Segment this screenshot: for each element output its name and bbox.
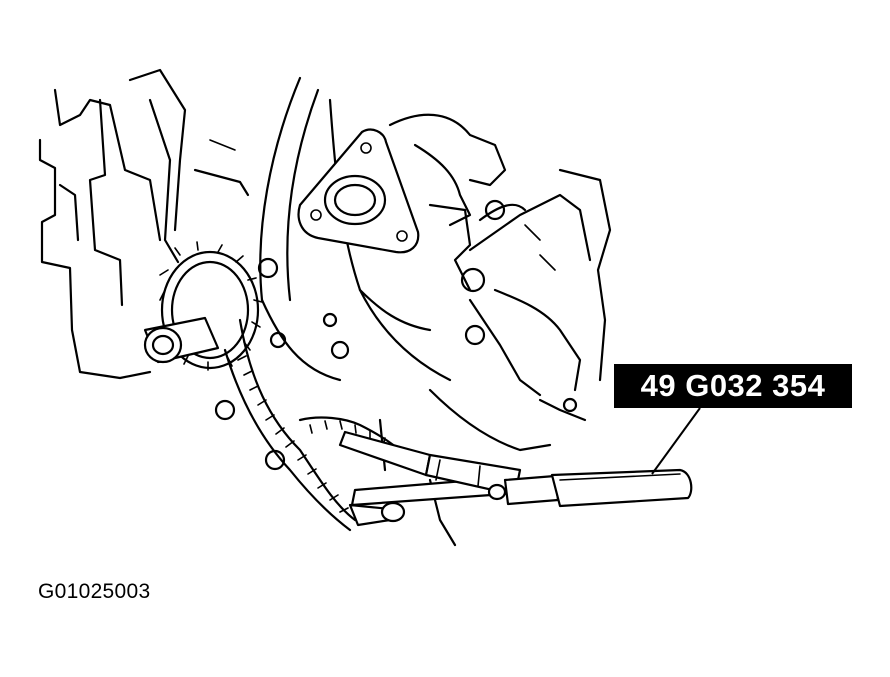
bolt-holes (214, 257, 350, 471)
engine-block-left (38, 68, 250, 380)
crankshaft-nose (143, 316, 220, 364)
callout-leader-line (651, 407, 701, 475)
triangular-bracket (297, 128, 420, 254)
crankshaft-sprocket (159, 241, 263, 371)
special-tool (338, 430, 693, 527)
tool-number-label: 49 G032 354 (614, 364, 852, 408)
figure-code: G01025003 (38, 580, 151, 603)
